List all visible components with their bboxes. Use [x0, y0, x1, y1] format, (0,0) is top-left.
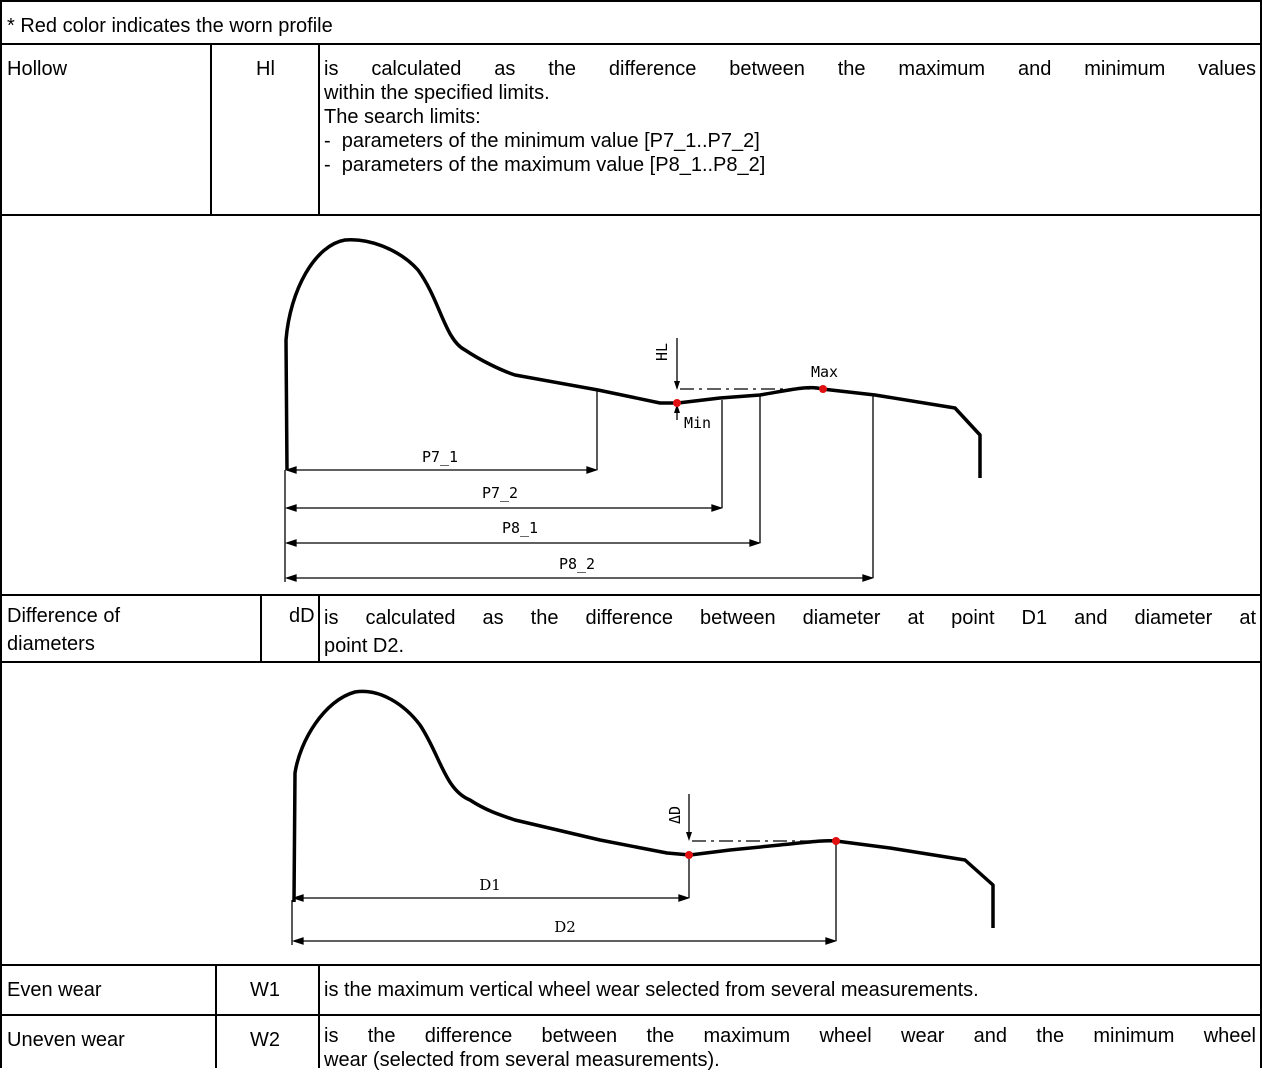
- col-divider: [318, 964, 320, 1068]
- arrow-right-icon: [678, 894, 691, 902]
- arrow-left-icon: [284, 504, 297, 512]
- uneven-wear-description: is the difference between the maximum wh…: [324, 1024, 1256, 1072]
- arrow-down-icon: [674, 381, 680, 390]
- col-divider: [215, 964, 217, 1068]
- diameters-code: dD: [289, 605, 315, 627]
- diameters-name-line1: Difference of: [7, 605, 121, 627]
- border-top: [0, 0, 1262, 2]
- min-point: [673, 399, 681, 407]
- diameters-desc-line: is calculated as the difference between …: [324, 607, 1256, 629]
- row-divider: [0, 214, 1262, 216]
- d1-point: [685, 851, 693, 859]
- p7-1-label: P7_1: [422, 448, 458, 466]
- arrow-left-icon: [284, 466, 297, 474]
- max-label: Max: [811, 363, 838, 381]
- col-divider: [318, 43, 320, 214]
- diameters-desc-line: point D2.: [324, 635, 405, 657]
- border-left: [0, 0, 2, 1068]
- row-divider: [0, 1014, 1262, 1016]
- arrow-up-icon: [674, 404, 680, 413]
- even-wear-description: is the maximum vertical wheel wear selec…: [324, 979, 979, 1001]
- p7-2-label: P7_2: [482, 484, 518, 502]
- hollow-desc-line: - parameters of the maximum value [P8_1.…: [324, 154, 766, 176]
- arrow-right-icon: [749, 539, 762, 547]
- arrow-left-icon: [291, 937, 304, 945]
- col-divider: [210, 43, 212, 214]
- arrow-right-icon: [825, 937, 838, 945]
- arrow-right-icon: [711, 504, 724, 512]
- diameters-name-line2: diameters: [7, 633, 95, 655]
- worn-profile-note: * Red color indicates the worn profile: [7, 15, 333, 37]
- hollow-description: is calculated as the difference between …: [324, 57, 1256, 177]
- border-right: [1260, 0, 1262, 1068]
- arrow-left-icon: [284, 539, 297, 547]
- max-point: [819, 385, 827, 393]
- p8-1-label: P8_1: [502, 519, 538, 537]
- even-wear-name: Even wear: [7, 979, 102, 1001]
- dd-label: ΔD: [666, 806, 684, 824]
- row-divider: [0, 594, 1262, 596]
- diameter-wheel-profile: [292, 689, 995, 928]
- uneven-wear-code: W2: [250, 1029, 280, 1051]
- min-label: Min: [684, 414, 711, 432]
- arrow-right-icon: [862, 574, 875, 582]
- hollow-desc-line: within the specified limits.: [324, 82, 550, 104]
- hollow-code: Hl: [256, 58, 275, 80]
- hollow-desc-line: is calculated as the difference between …: [324, 58, 1256, 80]
- col-divider: [260, 594, 262, 661]
- even-wear-code: W1: [250, 979, 280, 1001]
- arrow-left-icon: [284, 574, 297, 582]
- uneven-desc-line: wear (selected from several measurements…: [324, 1049, 720, 1071]
- arrow-left-icon: [291, 894, 304, 902]
- diameters-description: is calculated as the difference between …: [324, 604, 1256, 660]
- col-divider: [318, 594, 320, 661]
- d2-point: [832, 837, 840, 845]
- row-divider: [0, 964, 1262, 966]
- arrow-right-icon: [586, 466, 599, 474]
- row-divider: [0, 661, 1262, 663]
- hollow-name: Hollow: [7, 58, 68, 80]
- uneven-wear-name: Uneven wear: [7, 1029, 125, 1051]
- uneven-desc-line: is the difference between the maximum wh…: [324, 1025, 1256, 1047]
- d1-label: D1: [479, 876, 501, 894]
- row-divider: [0, 43, 1262, 45]
- p8-2-label: P8_2: [559, 555, 595, 573]
- hollow-desc-line: - parameters of the minimum value [P7_1.…: [324, 130, 760, 152]
- hl-label: HL: [653, 343, 671, 361]
- hollow-desc-line: The search limits:: [324, 106, 481, 128]
- d2-label: D2: [554, 918, 576, 936]
- hollow-wheel-profile: [284, 238, 982, 478]
- arrow-down-icon: [686, 832, 692, 841]
